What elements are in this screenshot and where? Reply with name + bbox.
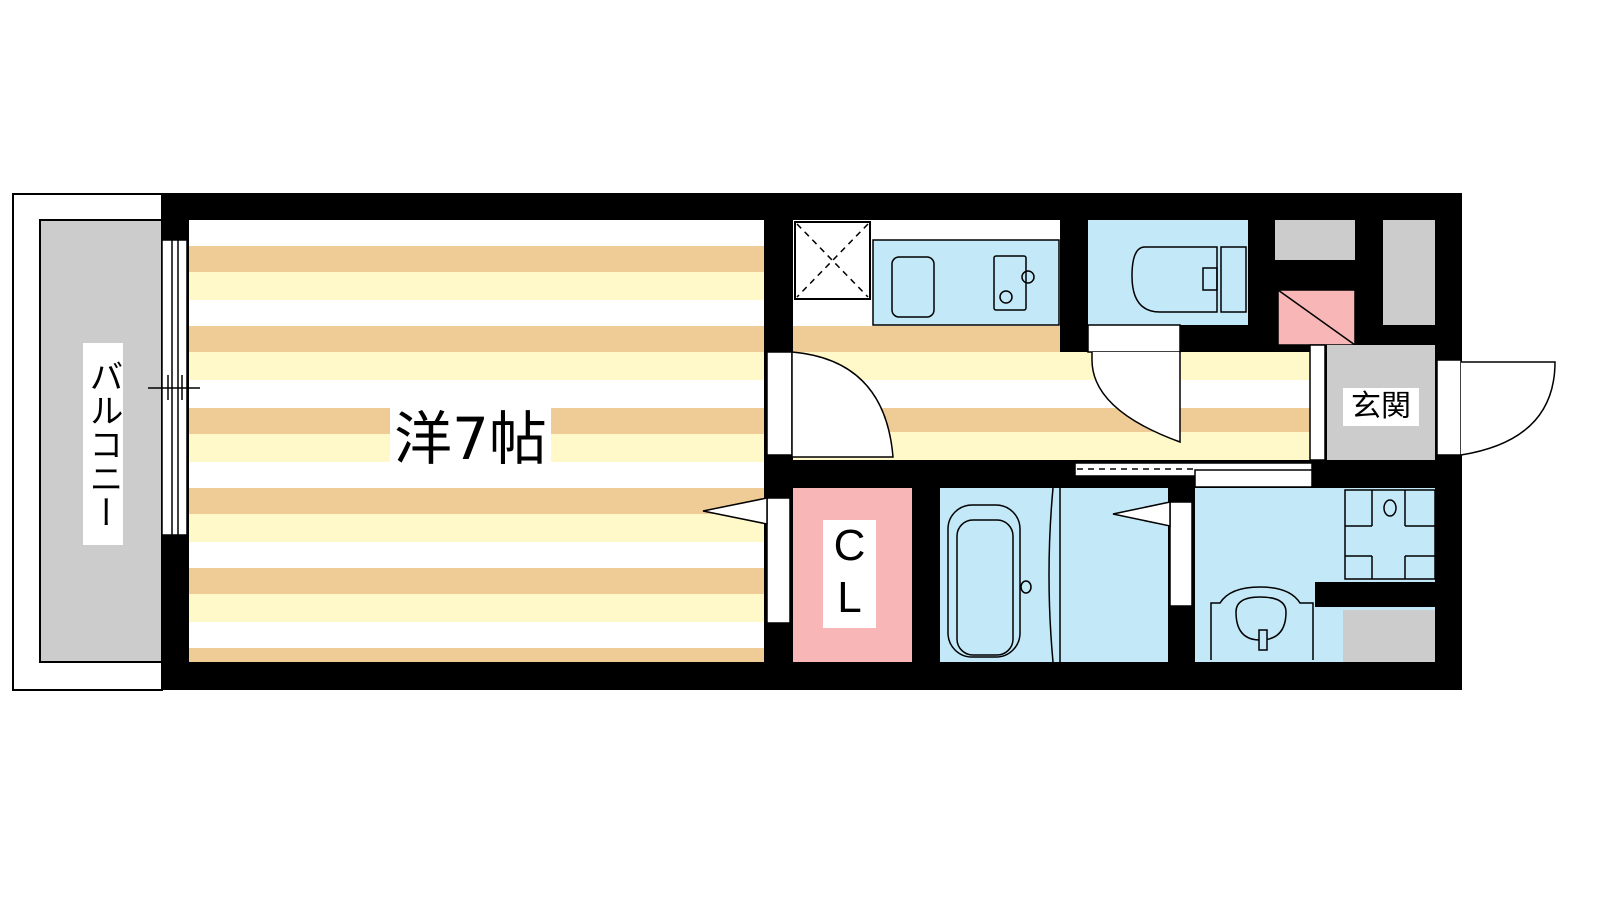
balcony-label: バルコニー xyxy=(83,343,123,545)
kitchen-counter xyxy=(872,239,1060,326)
meter-box xyxy=(1277,289,1356,346)
bathroom-door xyxy=(1112,501,1193,607)
closet-label-c: C xyxy=(833,521,866,570)
washer-pan xyxy=(1344,489,1436,580)
closet-door xyxy=(702,497,791,624)
front-door xyxy=(1436,359,1556,456)
sliding-door xyxy=(1074,462,1313,488)
shoe-storage xyxy=(1275,220,1355,260)
closet-label: C L xyxy=(823,520,876,628)
wash-basin xyxy=(1210,586,1314,660)
closet-label-l: L xyxy=(837,573,862,622)
balcony-window xyxy=(148,239,200,536)
storage-right xyxy=(1383,220,1435,325)
main-room-label: 洋7帖 xyxy=(390,405,551,473)
storage-bottom xyxy=(1343,610,1435,662)
entrance-label: 玄関 xyxy=(1343,388,1419,426)
sink xyxy=(891,256,935,318)
toilet-room xyxy=(1087,220,1248,444)
washroom-wall xyxy=(1315,582,1435,607)
entrance-step xyxy=(1309,344,1326,461)
room-door xyxy=(766,351,894,458)
washing-machine-space xyxy=(794,221,871,300)
